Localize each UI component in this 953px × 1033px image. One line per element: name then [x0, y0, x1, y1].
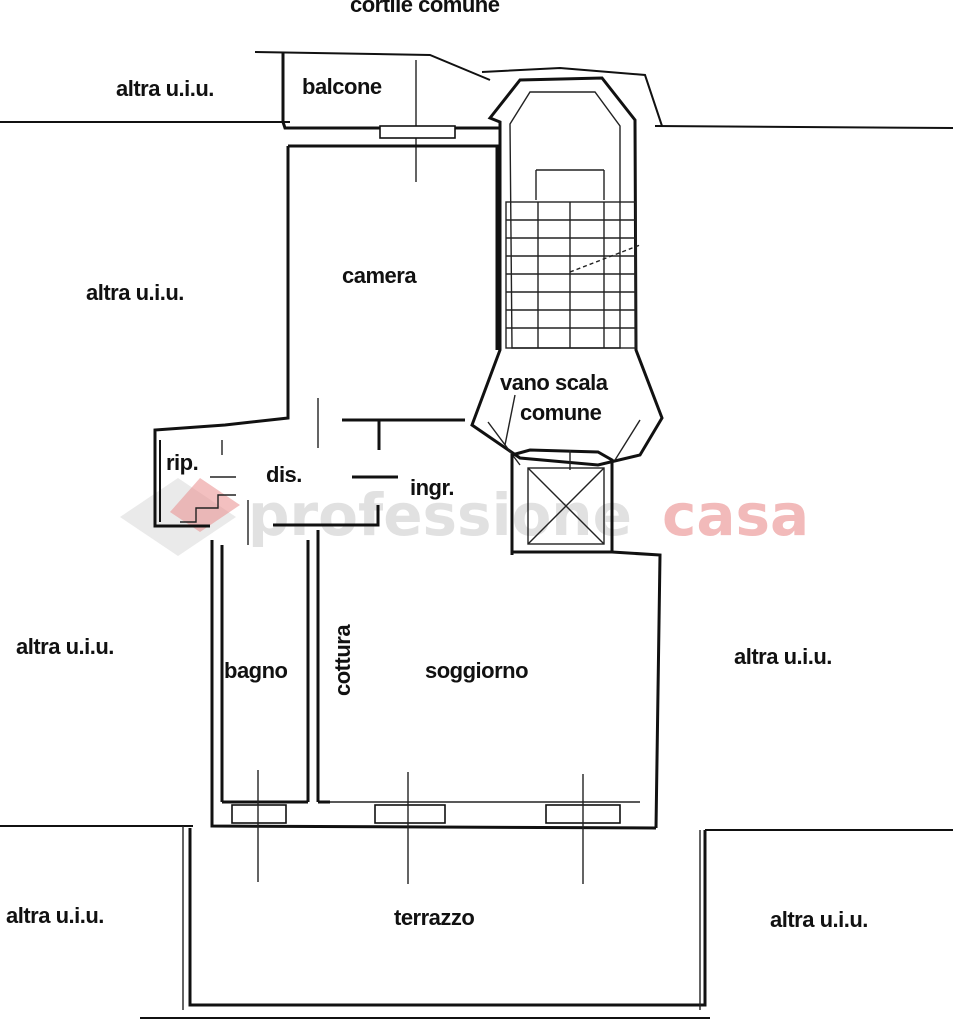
label-comune: comune — [520, 400, 602, 425]
label-altra-uiu-bottom-left: altra u.i.u. — [6, 903, 104, 928]
label-vano-scala: vano scala — [500, 370, 609, 395]
label-ingr: ingr. — [410, 475, 454, 500]
lower-rooms — [210, 530, 662, 884]
label-soggiorno: soggiorno — [425, 658, 528, 683]
neighbour-boundaries — [0, 51, 953, 1019]
label-altra-uiu-bottom-right: altra u.i.u. — [770, 907, 868, 932]
label-terrazzo: terrazzo — [394, 905, 474, 930]
label-cortile-comune: cortile comune — [350, 0, 500, 17]
terrazzo-area — [182, 826, 707, 1010]
label-balcone: balcone — [302, 74, 382, 99]
stair-steps — [505, 169, 641, 349]
label-altra-uiu-right: altra u.i.u. — [734, 644, 832, 669]
label-bagno: bagno — [224, 658, 288, 683]
camera-room — [153, 144, 499, 528]
central-area — [159, 440, 398, 545]
label-altra-uiu-left-lower: altra u.i.u. — [16, 634, 114, 659]
label-cottura: cottura — [330, 624, 355, 696]
bagno-window — [231, 804, 287, 824]
label-dis: dis. — [266, 462, 302, 487]
soggiorno-window-left — [374, 804, 446, 824]
balcone-area — [281, 52, 500, 182]
watermark-text-gray: professione — [248, 481, 632, 549]
balcone-window — [379, 125, 456, 139]
label-camera: camera — [342, 263, 417, 288]
watermark: professione casa — [120, 478, 809, 556]
watermark-logo-accent-icon — [170, 478, 240, 532]
label-rip: rip. — [166, 450, 198, 475]
room-labels: cortile comune balcone altra u.i.u. altr… — [6, 0, 868, 932]
label-altra-uiu-left-upper: altra u.i.u. — [86, 280, 184, 305]
vano-scala — [470, 76, 664, 467]
watermark-text-red: casa — [662, 481, 809, 549]
label-altra-uiu-top-left: altra u.i.u. — [116, 76, 214, 101]
